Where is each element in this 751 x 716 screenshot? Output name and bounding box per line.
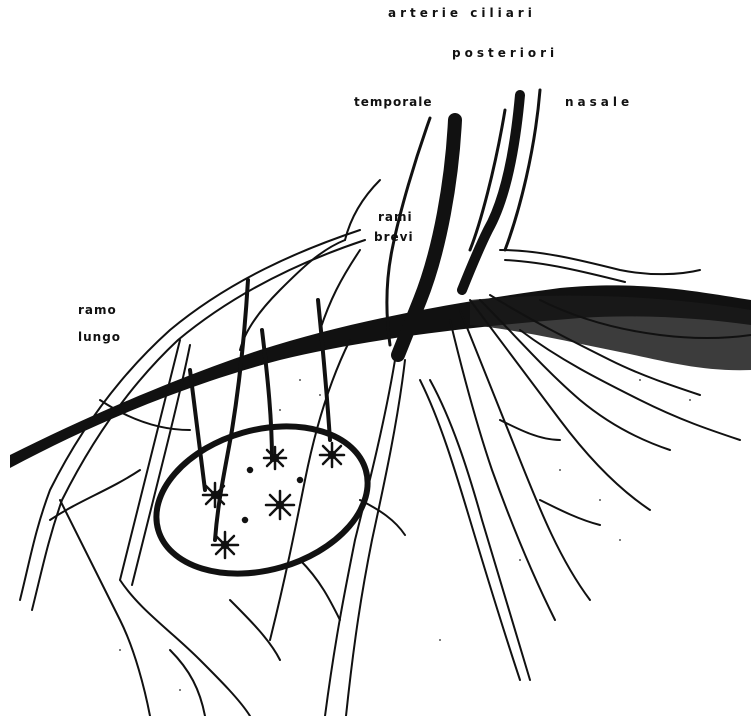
label-lungo: lungo — [78, 330, 121, 344]
label-arterie-ciliari: arterie ciliari — [388, 6, 536, 20]
label-nasale: nasale — [565, 95, 633, 109]
vessel-network — [20, 180, 751, 716]
label-brevi: brevi — [374, 230, 414, 244]
label-posteriori: posteriori — [452, 46, 558, 60]
label-ramo: ramo — [78, 303, 117, 317]
star-nodes — [203, 443, 344, 558]
short-branches — [190, 280, 330, 540]
oval-disc — [139, 403, 385, 597]
label-rami: rami — [378, 210, 413, 224]
label-temporale: temporale — [354, 95, 432, 109]
